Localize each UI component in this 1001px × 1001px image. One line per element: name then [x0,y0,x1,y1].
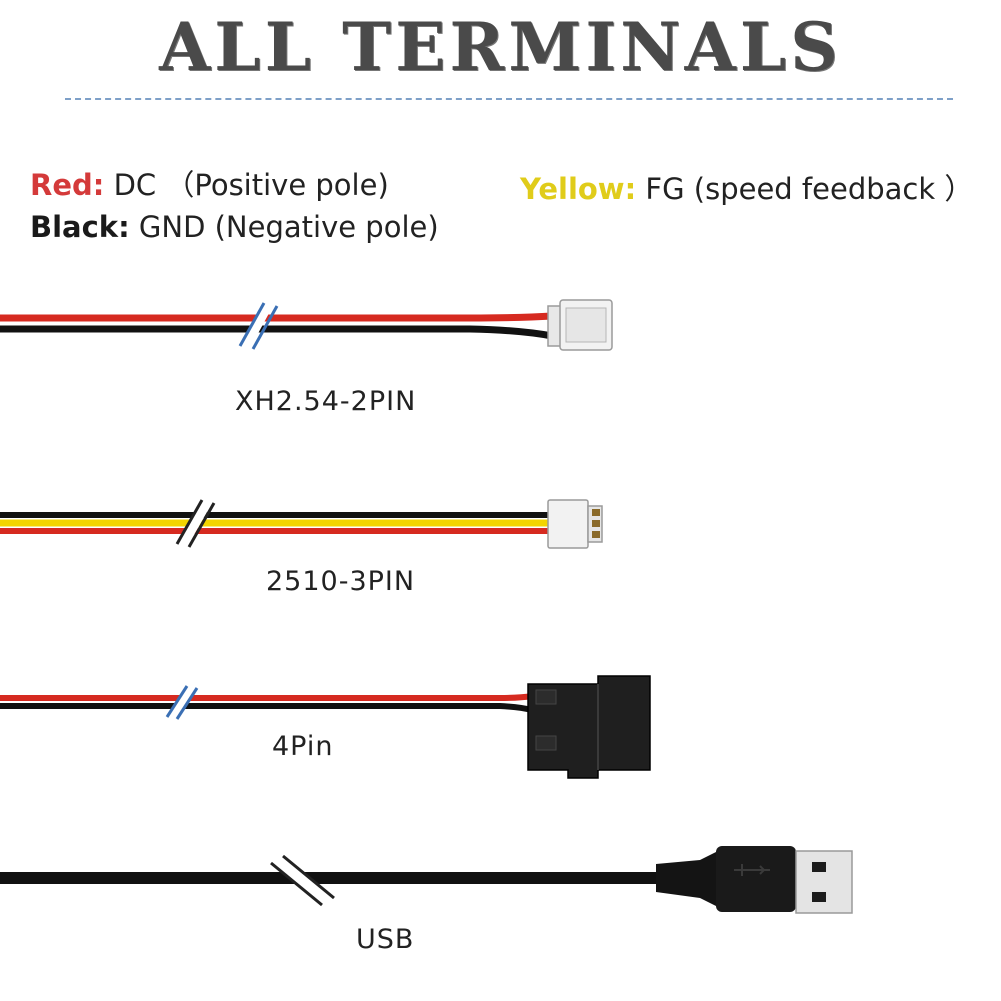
cable-4pin [0,675,651,779]
cable-2510-3pin [0,497,603,549]
legend-black-desc: GND (Negative pole) [138,210,439,244]
xh254-connector-icon [547,299,613,351]
cable-usb [0,846,853,914]
legend-black: Black: GND (Negative pole) [30,210,439,244]
cable-xh254-2pin [0,299,613,351]
cable-break-icon [165,683,199,721]
cable-break-icon [238,299,279,351]
legend-red: Red: DC （Positive pole) [30,162,389,204]
2510-connector-icon [547,499,603,549]
legend-black-key: Black: [30,210,130,244]
cable-break-icon [270,854,335,908]
legend-red-key: Red: [30,168,105,202]
cable-break-icon [175,497,216,549]
cable-label-4pin: 4Pin [272,731,334,762]
cable-label-xh254-2pin: XH2.54-2PIN [235,386,417,417]
page-title: ALL TERMINALS [159,8,842,86]
legend-red-desc: DC （Positive pole) [113,168,389,202]
legend-yellow-key: Yellow: [520,172,637,206]
usb-plug-icon [656,846,853,914]
title-divider [65,98,953,100]
cable-label-usb: USB [356,924,415,955]
legend-yellow-desc: FG (speed feedback ） [645,172,974,206]
molex-4pin-connector-icon [527,675,651,779]
legend-yellow: Yellow: FG (speed feedback ） [520,166,973,208]
cable-label-2510-3pin: 2510-3PIN [266,566,416,597]
